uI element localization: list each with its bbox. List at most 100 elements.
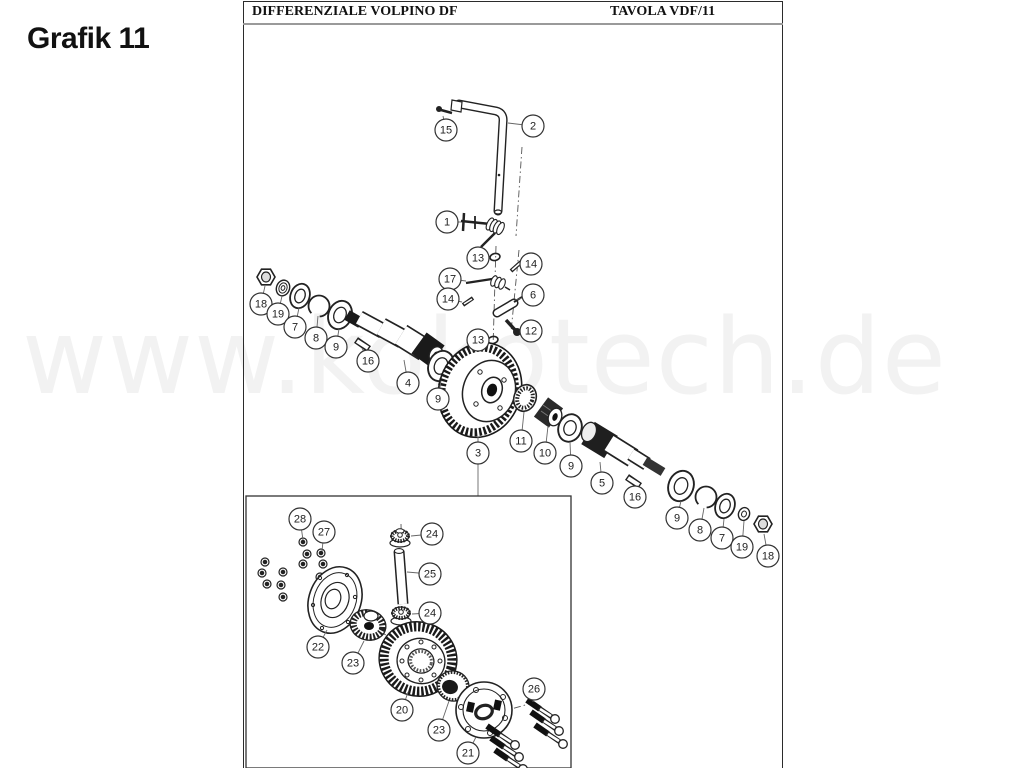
- part-nut-18b: [753, 515, 773, 533]
- part-washer-19b: [737, 506, 751, 522]
- callout-8: 8: [688, 507, 712, 542]
- callout-7: 7: [710, 518, 734, 550]
- svg-text:19: 19: [272, 309, 284, 321]
- callout-11: 11: [509, 411, 533, 453]
- callout-23: 23: [427, 700, 451, 742]
- part-seal-7a: [289, 282, 311, 310]
- callout-9: 9: [665, 500, 689, 530]
- callout-24: 24: [410, 522, 444, 546]
- callout-13: 13: [466, 246, 490, 270]
- callout-24: 24: [411, 601, 442, 625]
- callout-23: 23: [341, 640, 365, 675]
- part-spider-pinion-24a: [389, 528, 411, 548]
- inset-box: [245, 495, 572, 768]
- callout-26: 26: [522, 677, 546, 703]
- svg-text:7: 7: [292, 322, 298, 334]
- callout-19: 19: [266, 295, 290, 326]
- svg-text:19: 19: [736, 542, 748, 554]
- svg-text:12: 12: [525, 326, 537, 338]
- svg-text:10: 10: [539, 448, 551, 460]
- svg-text:9: 9: [333, 342, 339, 354]
- svg-text:9: 9: [674, 513, 680, 525]
- svg-text:22: 22: [312, 642, 324, 654]
- part-snapring-8a: [307, 294, 331, 318]
- callout-10: 10: [533, 425, 557, 465]
- svg-text:15: 15: [440, 125, 452, 137]
- callout-15: 15: [434, 115, 458, 142]
- part-bevel-gear-23a: [349, 609, 387, 641]
- svg-text:8: 8: [313, 333, 319, 345]
- svg-text:25: 25: [424, 569, 436, 581]
- part-cover-22: [307, 566, 363, 634]
- callout-12: 12: [519, 319, 543, 343]
- svg-text:13: 13: [472, 335, 484, 347]
- callout-17: 17: [438, 267, 467, 291]
- callout-22: 22: [306, 629, 330, 659]
- part-ring-gear-20: [378, 621, 458, 697]
- header-rule: [243, 23, 783, 25]
- svg-text:17: 17: [444, 274, 456, 286]
- callout-3: 3: [466, 437, 490, 465]
- callout-20: 20: [390, 691, 414, 722]
- callout-16: 16: [623, 485, 647, 509]
- svg-text:16: 16: [629, 492, 641, 504]
- svg-text:5: 5: [599, 478, 605, 490]
- callout-28: 28: [288, 507, 312, 541]
- part-bearing-9a: [327, 299, 353, 331]
- part-rod-17: [465, 275, 511, 291]
- part-bolt-12: [504, 318, 521, 336]
- part-seal-7b: [714, 492, 736, 520]
- part-spider-shaft-25: [393, 548, 409, 605]
- callout-9: 9: [426, 380, 450, 411]
- callout-18: 18: [756, 533, 780, 568]
- svg-text:9: 9: [435, 394, 441, 406]
- svg-text:6: 6: [530, 290, 536, 302]
- callout-13: 13: [466, 328, 490, 352]
- part-bolts-26: [485, 697, 568, 768]
- svg-text:7: 7: [719, 533, 725, 545]
- page-title: Grafik 11: [27, 22, 150, 55]
- part-nut-18a: [256, 268, 276, 286]
- svg-text:1: 1: [444, 217, 450, 229]
- svg-text:23: 23: [347, 658, 359, 670]
- callout-14: 14: [436, 287, 463, 311]
- callout-7: 7: [283, 307, 307, 339]
- callout-2: 2: [507, 114, 545, 138]
- callout-14: 14: [518, 252, 543, 276]
- part-carrier-flange-21: [455, 681, 513, 739]
- part-washer-19a: [275, 279, 291, 297]
- callout-21: 21: [456, 736, 480, 765]
- part-key-16b: [625, 474, 642, 489]
- callout-27: 27: [312, 520, 336, 552]
- header-left-title: DIFFERENZIALE VOLPINO DF: [252, 4, 458, 19]
- part-pin-14a: [509, 260, 523, 273]
- svg-text:3: 3: [475, 448, 481, 460]
- svg-text:18: 18: [255, 299, 267, 311]
- part-selector-fork: [460, 212, 505, 248]
- part-splined-sleeve-11: [512, 383, 538, 413]
- part-key-16a: [354, 337, 371, 352]
- callout-9: 9: [559, 441, 583, 478]
- svg-text:18: 18: [762, 551, 774, 563]
- callout-4: 4: [396, 359, 420, 395]
- svg-text:8: 8: [697, 525, 703, 537]
- drawing-frame: [243, 1, 783, 768]
- callout-18: 18: [249, 285, 273, 316]
- part-output-shaft-5: [580, 421, 666, 476]
- svg-text:16: 16: [362, 356, 374, 368]
- part-bearing-9c: [557, 413, 583, 443]
- part-bearing-9d: [667, 469, 695, 503]
- callout-16: 16: [356, 347, 380, 373]
- svg-text:20: 20: [396, 705, 408, 717]
- part-bolt-15: [436, 106, 453, 115]
- svg-text:21: 21: [462, 748, 474, 760]
- part-spider-pinion-24b: [390, 606, 412, 626]
- callout-8: 8: [304, 315, 328, 350]
- svg-text:9: 9: [568, 461, 574, 473]
- callout-1: 1: [435, 210, 461, 234]
- svg-text:4: 4: [405, 378, 411, 390]
- callout-25: 25: [406, 562, 442, 586]
